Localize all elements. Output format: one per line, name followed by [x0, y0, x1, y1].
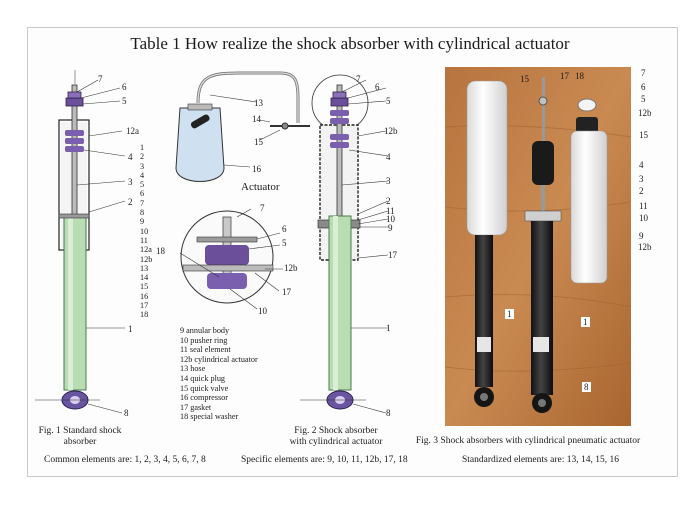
fig2-label-8: 8	[386, 408, 391, 418]
detail-label-18: 18	[156, 246, 165, 256]
number-item: 15	[140, 282, 149, 292]
fig1-label-8: 8	[124, 408, 129, 418]
fig1-label-1: 1	[128, 324, 133, 334]
fig2-label-15: 15	[254, 137, 263, 147]
fig2-caption-line1: Fig. 2 Shock absorber	[294, 426, 378, 436]
fig3-label-5: 5	[641, 94, 646, 104]
actuator-label: Actuator	[241, 181, 280, 193]
fig1-label-12a: 12a	[126, 126, 139, 136]
fig3-label-11: 11	[639, 201, 648, 211]
fig3-label-1b: 1	[581, 317, 590, 327]
fig1-label-4: 4	[128, 152, 133, 162]
number-item: 4	[140, 170, 145, 180]
detail-label-12b: 12b	[284, 263, 298, 273]
legend-item: 10 pusher ring	[180, 335, 228, 345]
detail-label-17: 17	[282, 287, 291, 297]
number-item: 1	[140, 143, 145, 152]
fig3-label-12b-top: 12b	[638, 108, 652, 118]
legend-item: 13 hose	[180, 364, 206, 374]
number-item: 13	[140, 263, 149, 273]
number-item: 12a	[140, 245, 152, 255]
number-item: 9	[140, 217, 145, 227]
fig3-label-3: 3	[639, 174, 644, 184]
fig1-drawing	[35, 70, 126, 414]
legend: 9 annular body 10 pusher ring 11 seal el…	[180, 326, 258, 422]
detail-label-7: 7	[260, 203, 265, 213]
legend-item: 17 gasket	[180, 402, 212, 412]
detail-label-5: 5	[282, 238, 287, 248]
fig2-label-9: 9	[388, 223, 393, 233]
number-item: 6	[140, 189, 145, 199]
fig3-label-17: 17	[560, 71, 569, 81]
fig3-label-8: 8	[582, 382, 591, 392]
legend-item: 16 compressor	[180, 393, 228, 403]
number-item: 7	[140, 198, 145, 208]
fig2-label-2: 2	[386, 196, 391, 206]
detail-label-10: 10	[258, 306, 267, 316]
fig2-caption: Fig. 2 Shock absorber with cylindrical a…	[278, 426, 394, 448]
fig2-label-16: 16	[252, 164, 261, 174]
fig3-label-6: 6	[641, 82, 646, 92]
fig1-label-5: 5	[122, 96, 127, 106]
fig1-caption: Fig. 1 Standard shock absorber	[34, 426, 126, 448]
number-item: 2	[140, 152, 145, 162]
fig1-label-6: 6	[122, 82, 127, 92]
fig3-label-4: 4	[639, 160, 644, 170]
common-elements: Common elements are: 1, 2, 3, 4, 5, 6, 7…	[44, 455, 206, 465]
fig2-label-6: 6	[375, 82, 380, 92]
fig2-label-7: 7	[356, 74, 361, 84]
fig3-label-10: 10	[639, 213, 648, 223]
fig1-caption-line2: absorber	[63, 437, 97, 447]
legend-item: 18 special washer	[180, 412, 239, 422]
number-item: 11	[140, 235, 148, 245]
specific-elements: Specific elements are: 9, 10, 11, 12b, 1…	[241, 455, 408, 465]
fig2-label-13: 13	[254, 98, 263, 108]
compressor-drawing	[175, 71, 310, 182]
fig2-label-11: 11	[386, 206, 395, 216]
legend-item: 12b cylindrical actuator	[180, 354, 258, 364]
fig1-label-3: 3	[128, 177, 133, 187]
fig3-label-7: 7	[641, 68, 646, 78]
fig2-label-4: 4	[386, 152, 391, 162]
fig2-caption-line2: with cylindrical actuator	[289, 437, 383, 447]
fig2-label-12b: 12b	[384, 126, 398, 136]
number-item: 14	[140, 273, 149, 283]
fig2-label-5: 5	[386, 96, 391, 106]
number-item: 16	[140, 291, 149, 301]
fig3-label-15b: 15	[639, 130, 648, 140]
legend-item: 14 quick plug	[180, 373, 226, 383]
number-item: 18	[140, 310, 149, 320]
legend-item: 11 seal element	[180, 345, 231, 355]
fig1-label-2: 2	[128, 197, 133, 207]
fig3-label-12b-bottom: 12b	[638, 242, 652, 252]
detail-drawing	[179, 208, 283, 310]
fig3-label-2: 2	[639, 186, 644, 196]
fig3-label-15a: 15	[520, 74, 529, 84]
fig2-label-14: 14	[252, 114, 261, 124]
fig2-label-10: 10	[386, 214, 395, 224]
fig2-drawing	[300, 74, 389, 414]
fig1-label-7: 7	[98, 74, 103, 84]
fig3-label-9: 9	[639, 231, 644, 241]
number-item: 8	[140, 208, 145, 218]
number-item: 3	[140, 161, 145, 171]
number-item: 10	[140, 226, 149, 236]
detail-label-6: 6	[282, 224, 287, 234]
fig2-label-1: 1	[386, 323, 391, 333]
numbers-column: 1 2 3 4 5 6 7 8 9 10 11 12a 12b 13 14 15…	[140, 143, 152, 320]
number-item: 17	[140, 301, 149, 311]
fig3-caption: Fig. 3 Shock absorbers with cylindrical …	[415, 436, 641, 446]
standardized-elements: Standardized elements are: 13, 14, 15, 1…	[462, 455, 619, 465]
legend-item: 15 quick valve	[180, 383, 229, 393]
fig3-label-1a: 1	[505, 309, 514, 319]
page-title: Table 1 How realize the shock absorber w…	[130, 34, 570, 53]
fig1-caption-line1: Fig. 1 Standard shock	[38, 426, 122, 436]
fig3-photo	[445, 67, 631, 426]
number-item: 12b	[140, 254, 153, 264]
legend-item: 9 annular body	[180, 326, 230, 335]
fig2-label-3: 3	[386, 176, 391, 186]
number-item: 5	[140, 180, 145, 190]
fig3-label-18: 18	[575, 71, 584, 81]
fig2-label-17: 17	[388, 250, 397, 260]
